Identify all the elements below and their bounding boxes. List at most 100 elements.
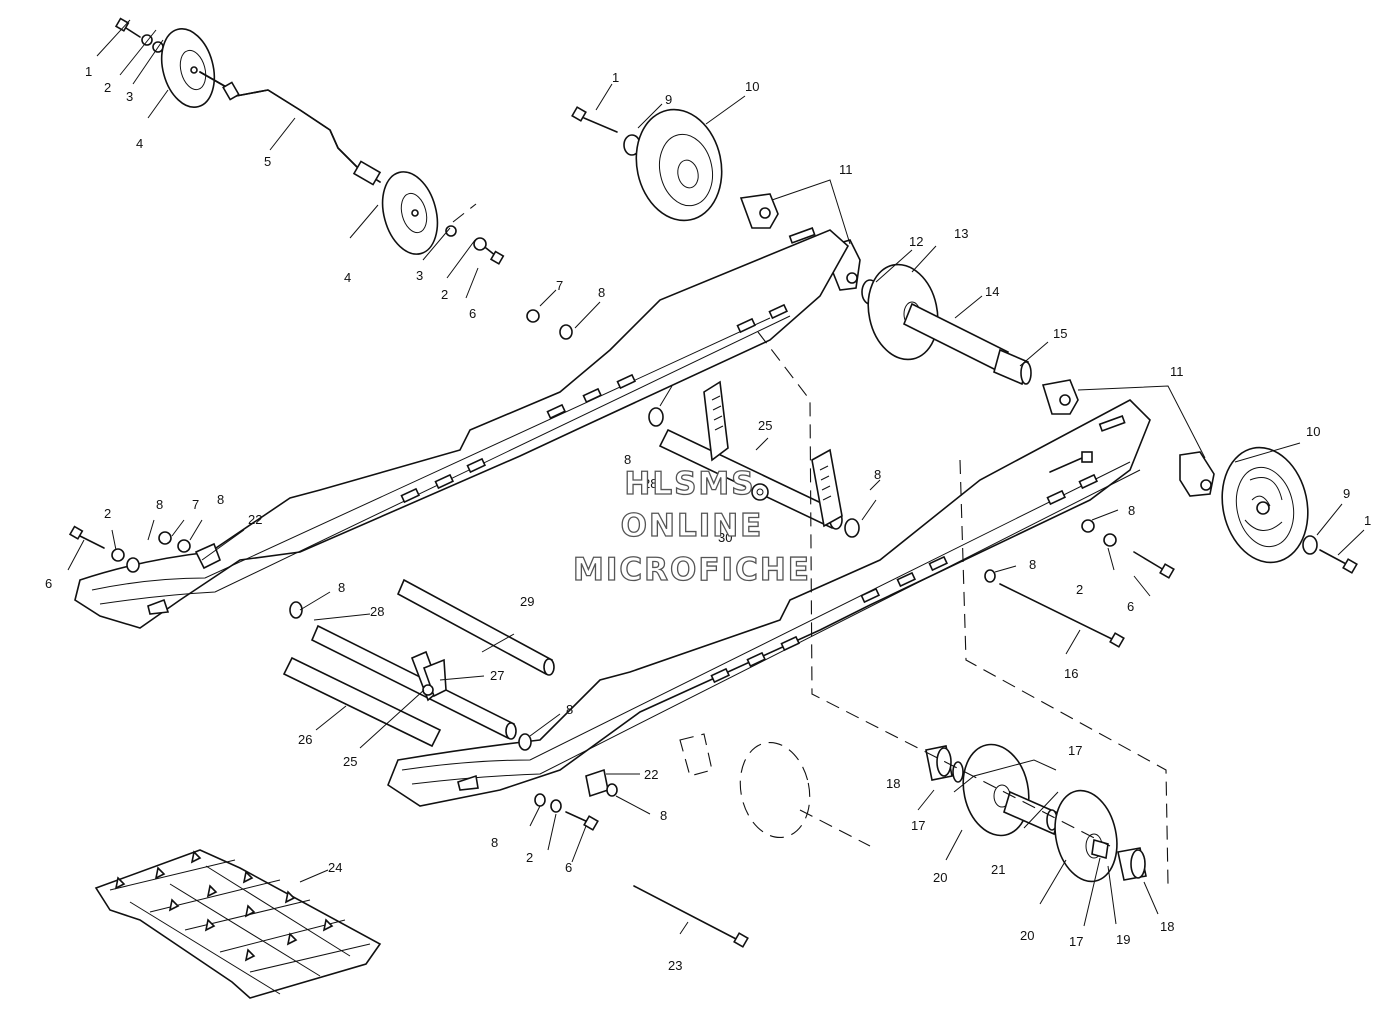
washer-part-8j: [606, 783, 618, 797]
bolt-part-6d: [565, 811, 599, 831]
callout-15: 15: [1053, 326, 1067, 341]
callout-1a: 1: [85, 64, 92, 79]
bolt-part-6a: [485, 247, 505, 265]
callout-28b: 28: [370, 604, 384, 619]
left-rail: [74, 227, 850, 629]
callout-11b: 11: [1170, 364, 1184, 379]
bolt-part-23: [633, 885, 749, 948]
callout-2e: 2: [526, 850, 533, 865]
callout-18b: 18: [1160, 919, 1174, 934]
callout-10b: 10: [1306, 424, 1320, 439]
callout-18a: 18: [886, 776, 900, 791]
callout-11a: 11: [839, 162, 853, 177]
callout-16: 16: [1064, 666, 1078, 681]
nut-part-7b: [158, 531, 172, 545]
washer-part-8f: [126, 557, 140, 573]
callout-20b: 20: [1020, 928, 1034, 943]
callout-6d: 6: [565, 860, 572, 875]
washer-part-9b: [1302, 535, 1318, 555]
bolt-part-1b: [571, 106, 618, 133]
callout-13: 13: [954, 226, 968, 241]
idler-wheel-part-4b: [381, 171, 439, 255]
callout-7b: 7: [192, 497, 199, 512]
washer-part-2b: [473, 237, 487, 251]
lower-wheel-assembly: [917, 743, 1159, 927]
callout-22b: 22: [644, 767, 658, 782]
callout-8j: 8: [660, 808, 667, 823]
bolt-part-1a: [114, 17, 141, 38]
callout-2c: 2: [1076, 582, 1083, 597]
callout-22a: 22: [248, 512, 262, 527]
callout-30: 30: [718, 530, 732, 545]
bushing-part-15: [993, 348, 1032, 386]
washer-part-2d: [111, 548, 125, 562]
bolt-part-6c: [68, 525, 105, 549]
callout-8i: 8: [566, 702, 573, 717]
callout-4a: 4: [136, 136, 143, 151]
washer-part-8d: [289, 601, 303, 619]
callout-8d: 8: [624, 452, 631, 467]
callout-8h: 8: [338, 580, 345, 595]
front-wheel-assembly-right: [1221, 442, 1365, 574]
bracket-part-27: [410, 650, 447, 702]
front-axle-assembly: [861, 245, 1049, 386]
callout-5: 5: [264, 154, 271, 169]
watermark-line-3: MICROFICHE: [573, 552, 811, 588]
end-cap-part-11c: [1041, 379, 1079, 415]
end-cap-part-11d: [1179, 451, 1215, 497]
callout-12: 12: [909, 234, 923, 249]
shaft-part-21: [1003, 790, 1061, 836]
callout-1c: 1: [1364, 513, 1371, 528]
bracket-part-25a: [703, 380, 843, 528]
clip-part-3b: [445, 225, 457, 237]
callout-8c: 8: [1029, 557, 1036, 572]
callout-9b: 9: [1343, 486, 1350, 501]
washer-part-8b: [648, 407, 664, 427]
wheel-part-20b: [1054, 789, 1118, 883]
callout-25b: 25: [343, 754, 357, 769]
callout-8b: 8: [1128, 503, 1135, 518]
callout-3a: 3: [126, 89, 133, 104]
callout-17b: 17: [911, 818, 925, 833]
callout-8a: 8: [598, 285, 605, 300]
nut-part-7a: [526, 309, 540, 323]
callout-2b: 2: [441, 287, 448, 302]
front-wheel-assembly-left: [571, 83, 746, 222]
spacer-part-19: [1091, 838, 1109, 860]
callout-6a: 6: [469, 306, 476, 321]
callout-2a: 2: [104, 80, 111, 95]
washer-part-8c: [844, 518, 860, 538]
idler-wheel-part-4a: [160, 28, 216, 108]
callout-19: 19: [1116, 932, 1130, 947]
callout-29: 29: [520, 594, 534, 609]
callout-8k: 8: [491, 835, 498, 850]
watermark-line-1: HLSMS: [624, 466, 755, 502]
washer-part-8i: [984, 569, 996, 583]
callout-25a: 25: [758, 418, 772, 433]
callout-8f: 8: [156, 497, 163, 512]
end-cap-part-11a: [739, 193, 779, 229]
callout-20a: 20: [933, 870, 947, 885]
callout-3b: 3: [416, 268, 423, 283]
callout-4b: 4: [344, 270, 351, 285]
washer-part-8h: [1081, 519, 1095, 533]
washer-part-17a: [952, 761, 964, 783]
washer-part-8k: [534, 793, 546, 807]
callout-8e: 8: [874, 467, 881, 482]
bolt-part-6b: [1133, 551, 1175, 579]
callout-10a: 10: [745, 79, 759, 94]
washer-part-8e: [518, 733, 532, 751]
washer-part-8a: [559, 324, 573, 340]
callout-17a: 17: [1068, 743, 1082, 758]
spring-part-30: [751, 483, 769, 501]
rear-idler-assembly: [96, 17, 505, 299]
callout-26: 26: [298, 732, 312, 747]
callout-labels: 1 2 3 4 5 4 3 2 6 1 9 10 11 12 13 14 15 …: [45, 64, 1371, 973]
callout-24: 24: [328, 860, 342, 875]
rail-hardware: [68, 309, 1175, 948]
washer-part-2e: [550, 799, 562, 813]
phantom-wheel: [679, 733, 871, 847]
washer-part-2c: [1103, 533, 1117, 547]
pad-part-22b: [585, 768, 609, 798]
